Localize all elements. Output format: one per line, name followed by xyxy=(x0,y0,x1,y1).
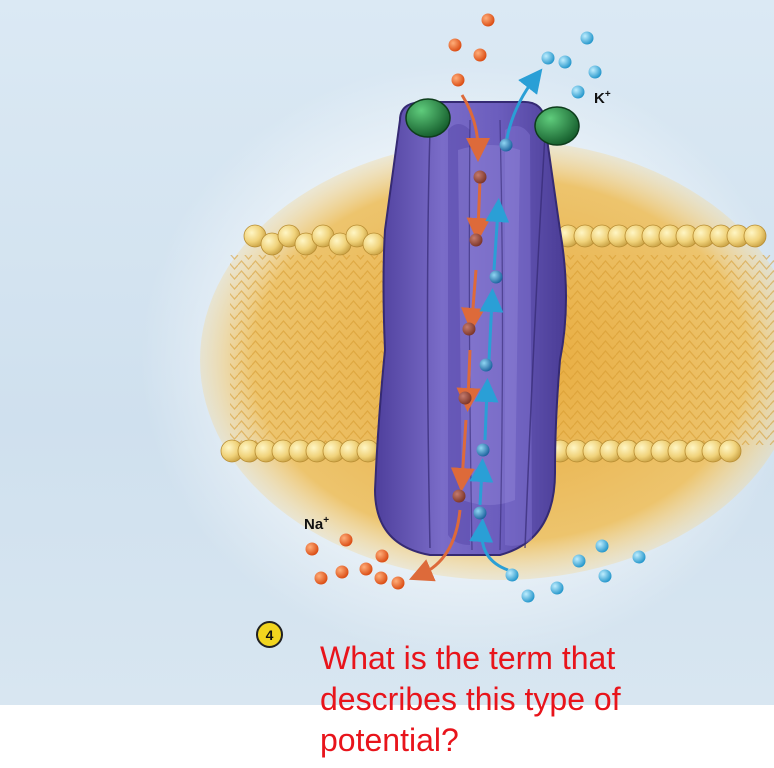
sodium-ion-icon xyxy=(306,543,319,556)
sodium-ion-icon xyxy=(482,14,495,27)
sodium-ion-icon xyxy=(340,534,353,547)
potassium-ion-icon xyxy=(506,569,519,582)
lipid-head xyxy=(744,225,766,247)
potassium-ion-icon xyxy=(480,359,493,372)
sodium-ion-icon xyxy=(392,577,405,590)
potassium-ion-icon xyxy=(573,555,586,568)
sodium-ion-icon xyxy=(453,490,466,503)
lipid-head xyxy=(719,440,741,462)
potassium-ion-icon xyxy=(542,52,555,65)
question-text: What is the term that describes this typ… xyxy=(320,638,740,761)
sodium-ion-icon xyxy=(360,563,373,576)
sodium-ion-icon xyxy=(336,566,349,579)
potassium-ion-icon xyxy=(522,590,535,603)
potassium-ion-icon xyxy=(500,139,513,152)
sodium-ion-icon xyxy=(463,323,476,336)
potassium-label: K+ xyxy=(594,89,611,107)
sodium-ion-icon xyxy=(459,392,472,405)
sodium-ion-icon xyxy=(375,572,388,585)
potassium-ion-icon xyxy=(581,32,594,45)
lipid-head xyxy=(363,233,385,255)
sodium-ion-icon xyxy=(452,74,465,87)
sodium-ion-icon xyxy=(470,234,483,247)
sodium-ion-icon xyxy=(449,39,462,52)
potassium-ion-icon xyxy=(589,66,602,79)
potassium-ion-icon xyxy=(490,271,503,284)
potassium-ion-icon xyxy=(599,570,612,583)
potassium-ion-icon xyxy=(572,86,585,99)
sodium-ion-icon xyxy=(474,171,487,184)
potassium-ion-icon xyxy=(551,582,564,595)
potassium-ion-icon xyxy=(477,444,490,457)
potassium-ion-icon xyxy=(474,507,487,520)
sodium-ion-icon xyxy=(474,49,487,62)
sodium-ion-icon xyxy=(376,550,389,563)
sodium-label: Na+ xyxy=(304,515,329,533)
step-number-badge: 4 xyxy=(256,621,283,648)
potassium-ion-icon xyxy=(559,56,572,69)
potassium-ion-icon xyxy=(596,540,609,553)
sodium-ion-icon xyxy=(315,572,328,585)
potassium-ion-icon xyxy=(633,551,646,564)
